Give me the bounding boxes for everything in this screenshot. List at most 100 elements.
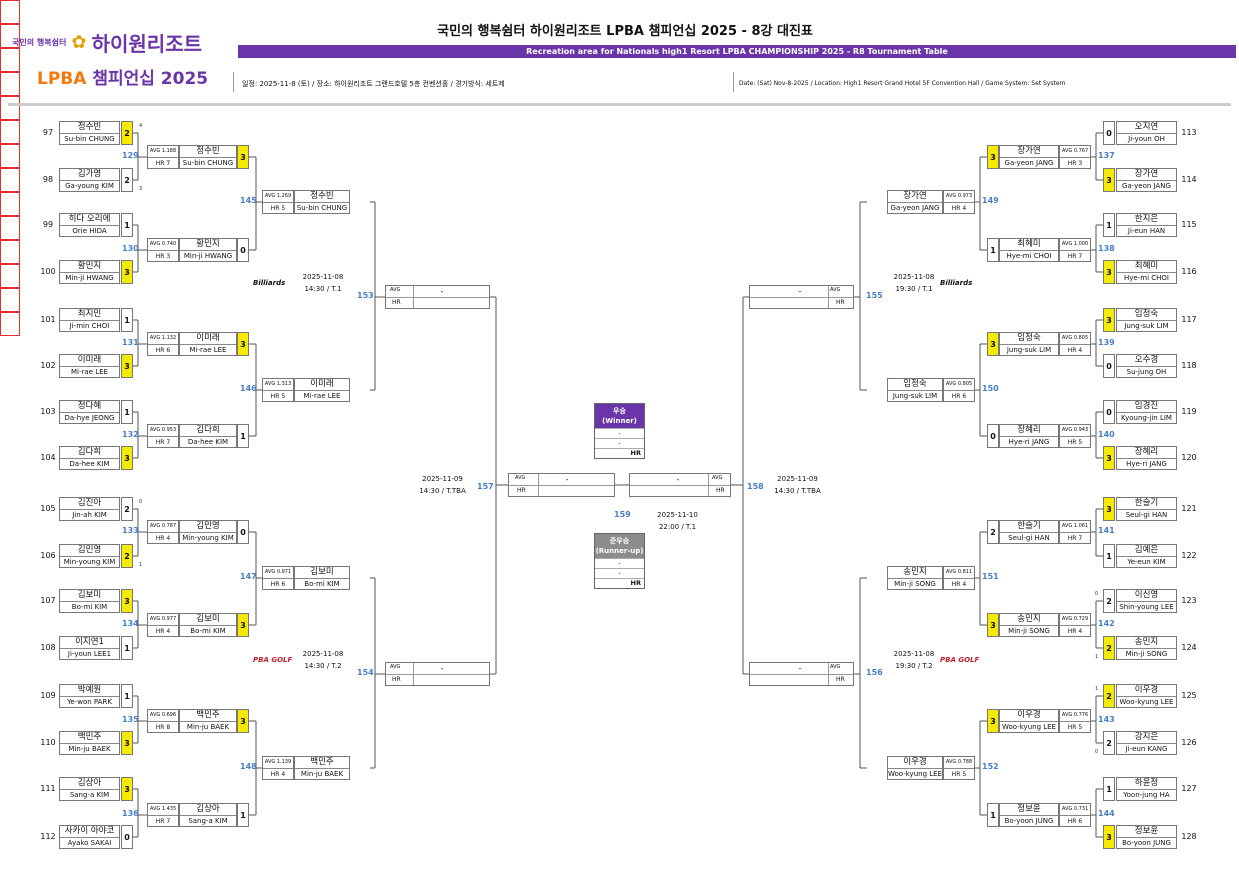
result-slot [0,48,20,72]
player-name-ko: 이신영 [1117,590,1176,602]
score-box: 1 [1103,544,1115,568]
player-name-en: Ga-young KIM [65,182,114,190]
seed-number: 102 [40,361,56,370]
avg-label: AVG [515,475,526,481]
match-number: 155 [866,291,883,300]
score-box: 3 [987,332,999,356]
match-time: 14:30 / T.TBA [419,487,466,495]
player-name-ko: 김보미 [180,614,236,626]
final-box-row: - [595,428,644,438]
hr-label: HR 4 [270,771,286,778]
score-box: 0 [121,825,133,849]
score-box: 3 [121,260,133,284]
player-name-en: Bo-mi KIM [190,627,226,635]
score-box: 0 [237,520,249,544]
score-box: 1 [1103,213,1115,237]
seed-number: 123 [1181,596,1197,605]
match-time: 14:30 / T.TBA [774,487,821,495]
avg-label: AVG 0.953 [148,425,178,437]
score-box: 3 [987,709,999,733]
player-name-ko: 장혜리 [1117,447,1176,459]
player-name-en: Min-ju BAEK [186,723,230,731]
avg-label: AVG [830,287,841,293]
player-name-en: Jung-suk LIM [1006,346,1052,354]
avg-label: AVG 0.696 [148,710,178,722]
player-name-ko: - [440,664,444,673]
avg-label: AVG 1.000 [1060,239,1090,251]
avg-label: AVG [830,664,841,670]
result-slot [0,240,20,264]
match-number: 138 [1098,244,1115,253]
match-date: 2025-11-08 [302,650,344,658]
player-name-ko: - [798,287,802,296]
avg-label: AVG 0.767 [1060,146,1090,158]
player-name-ko: 최지민 [60,309,119,321]
match-number: 140 [1098,430,1115,439]
logo-big-text: 하이원리조트 [91,32,202,56]
seed-number: 106 [40,551,56,560]
match-number: 129 [122,151,139,160]
score-box: 3 [1103,446,1115,470]
score-box: 3 [1103,260,1115,284]
flower-icon: ✿ [71,32,87,53]
seed-number: 110 [40,738,56,747]
player-name-en: Min-ju BAEK [68,745,111,753]
score-box: 3 [237,332,249,356]
seed-number: 118 [1181,361,1197,370]
avg-label: AVG 0.973 [944,191,974,203]
winner-box: 우승(Winner)--HR [594,403,645,459]
player-name-ko: 황민지 [180,239,236,251]
avg-label: AVG 1.269 [263,191,293,203]
player-name-en: Sang-a KIM [188,817,228,825]
hr-label: HR 6 [1067,818,1083,825]
lpba-logo-text: LPBA [37,69,87,89]
player-name-en: Ga-yeon JANG [1004,159,1054,167]
avg-label: AVG 0.787 [148,521,178,533]
match-date: 2025-11-09 [777,475,818,483]
score-box: 3 [987,613,999,637]
player-name-en: Bo-mi KIM [71,603,108,611]
player-name-en: Da-hye JEONG [64,414,115,422]
player-name-ko: 김예은 [1117,545,1176,557]
seed-number: 121 [1181,504,1197,513]
player-name-ko: 최혜미 [1117,261,1176,273]
match-number: 159 [614,510,631,519]
final-box-label-en: (Runner-up) [595,547,644,555]
divider [386,674,489,675]
player-name-en: Woo-kyung LEE [1002,723,1056,731]
hr-label: HR 7 [155,160,171,167]
avg-label: AVG 0.811 [944,567,974,579]
player-name-en: Su-bin CHUNG [182,159,234,167]
player-name-ko: 사카이 아야코 [60,826,119,838]
hr-label: HR 7 [1067,253,1083,260]
avg-label: AVG 1.313 [263,379,293,391]
final-box-row: - [595,568,644,578]
score-box: 1 [987,803,999,827]
player-name-en: Bo-mi KIM [304,580,340,588]
seed-number: 122 [1181,551,1197,560]
divider [386,297,489,298]
player-name-ko: 장가연 [888,191,942,203]
player-name-ko: 김보미 [60,590,119,602]
player-name-ko: 정다혜 [60,401,119,413]
